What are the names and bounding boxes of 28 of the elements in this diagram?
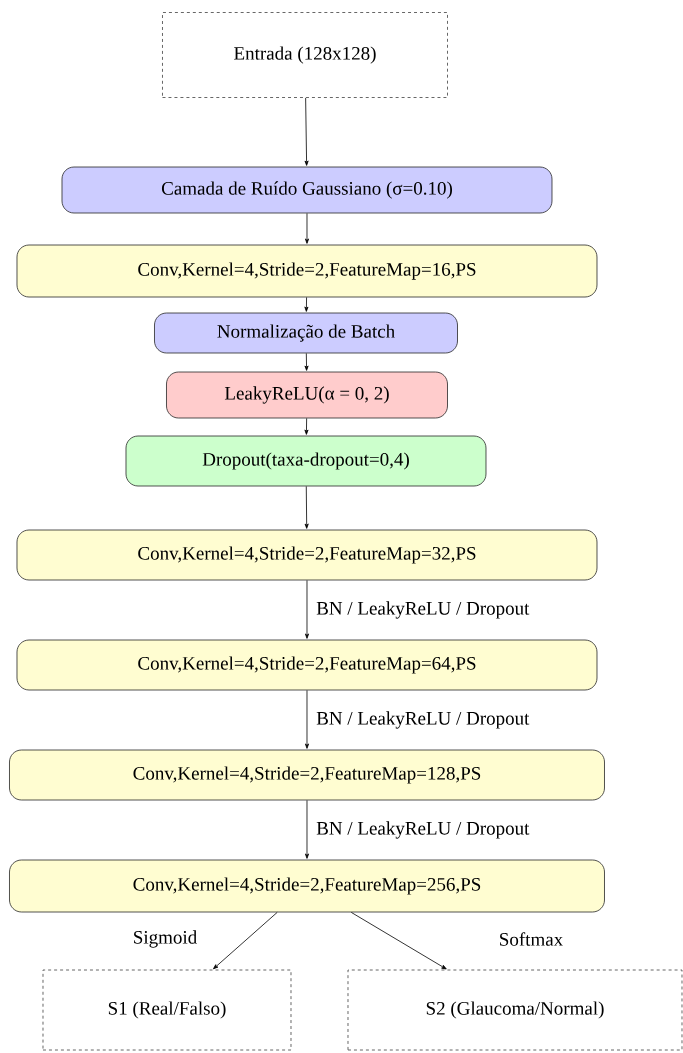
arrow <box>304 353 309 371</box>
io-box: S1 (Real/Falso) <box>42 969 292 1051</box>
layer-box: Dropout(taxa-dropout=0,4) <box>125 435 487 487</box>
conv-layer-box: Conv,Kernel=4,Stride=2,FeatureMap=16,PS <box>16 244 598 298</box>
edge-label: BN / LeakyReLU / Dropout <box>315 600 531 620</box>
arrow <box>305 580 309 639</box>
arrow <box>304 97 309 166</box>
io-box: S2 (Glaucoma/Normal) <box>347 969 683 1051</box>
layer-box: LeakyReLU(α = 0, 2) <box>166 371 448 419</box>
arrow <box>304 418 309 435</box>
edge-label: BN / LeakyReLU / Dropout <box>315 820 531 840</box>
arrow <box>305 213 309 244</box>
arrow <box>213 912 278 970</box>
conv-layer-box: Conv,Kernel=4,Stride=2,FeatureMap=128,PS <box>9 749 605 801</box>
conv-layer-box: Conv,Kernel=4,Stride=2,FeatureMap=256,PS <box>9 859 605 913</box>
layer-box: Camada de Ruído Gaussiano (σ=0.10) <box>61 166 553 214</box>
edge-label: BN / LeakyReLU / Dropout <box>315 710 531 730</box>
arrow <box>350 912 447 970</box>
arrow <box>304 486 309 529</box>
arrow <box>305 690 309 749</box>
conv-layer-box: Conv,Kernel=4,Stride=2,FeatureMap=64,PS <box>16 639 598 691</box>
io-box: Entrada (128x128) <box>162 12 448 98</box>
edge-label: Sigmoid <box>131 929 199 949</box>
edge-label: Softmax <box>497 931 565 947</box>
conv-layer-box: Conv,Kernel=4,Stride=2,FeatureMap=32,PS <box>16 529 598 581</box>
arrow <box>304 297 309 312</box>
layer-box: Normalização de Batch <box>154 312 458 354</box>
arrow <box>305 800 309 859</box>
